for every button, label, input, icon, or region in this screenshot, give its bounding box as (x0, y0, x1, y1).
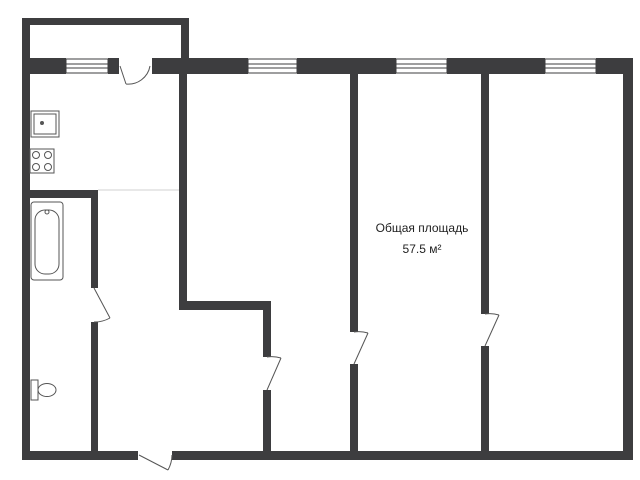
total-area-value: 57.5 м² (402, 242, 442, 256)
bathroom-wall-right-lower (91, 322, 98, 453)
bottom-wall-seg-1 (22, 451, 138, 460)
window-room3 (544, 58, 597, 74)
door-room2[interactable] (353, 331, 369, 365)
room3-wall-left-lower (481, 346, 489, 453)
door-room1[interactable] (266, 356, 282, 391)
bathroom-wall-top (28, 190, 98, 198)
bottom-wall-seg-2 (172, 451, 633, 460)
door-bathroom[interactable] (93, 287, 111, 323)
room1-wall-right-lower (263, 390, 271, 453)
room1-wall-right-upper (263, 301, 271, 357)
top-wall-seg-2 (108, 58, 119, 74)
floor (28, 64, 632, 454)
room1-wall-left (179, 64, 187, 309)
room1-wall-bottom (179, 301, 271, 310)
room2-wall-left-lower (350, 364, 358, 453)
top-wall-seg-4 (297, 58, 396, 74)
total-area-label: Общая площадь 57.5 м² (340, 218, 504, 260)
door-entrance[interactable] (138, 454, 173, 471)
stove-icon (29, 148, 55, 174)
window-room2 (395, 58, 448, 74)
left-exterior-wall (22, 58, 30, 460)
room2-wall-left-upper (350, 64, 358, 332)
total-area-title: Общая площадь (375, 221, 469, 235)
bathtub-icon (30, 201, 64, 281)
bathroom-wall-right-upper (91, 190, 98, 288)
right-exterior-wall (623, 58, 633, 460)
sink-icon (30, 110, 60, 138)
window-kitchen (65, 58, 109, 74)
fixtures (29, 110, 64, 401)
balcony-wall-left (22, 18, 30, 70)
door-balcony[interactable] (119, 65, 151, 85)
walls (22, 18, 633, 460)
balcony-wall-top (22, 18, 188, 25)
top-wall-seg-5 (447, 58, 545, 74)
room3-wall-left-upper (481, 64, 489, 314)
balcony-wall-right (181, 18, 189, 70)
doors (93, 65, 500, 471)
top-wall-seg-3 (152, 58, 248, 74)
toilet-icon (30, 379, 57, 401)
window-room1 (247, 58, 298, 74)
top-wall-seg-1 (22, 58, 66, 74)
door-room3[interactable] (484, 313, 500, 347)
windows (65, 58, 597, 74)
